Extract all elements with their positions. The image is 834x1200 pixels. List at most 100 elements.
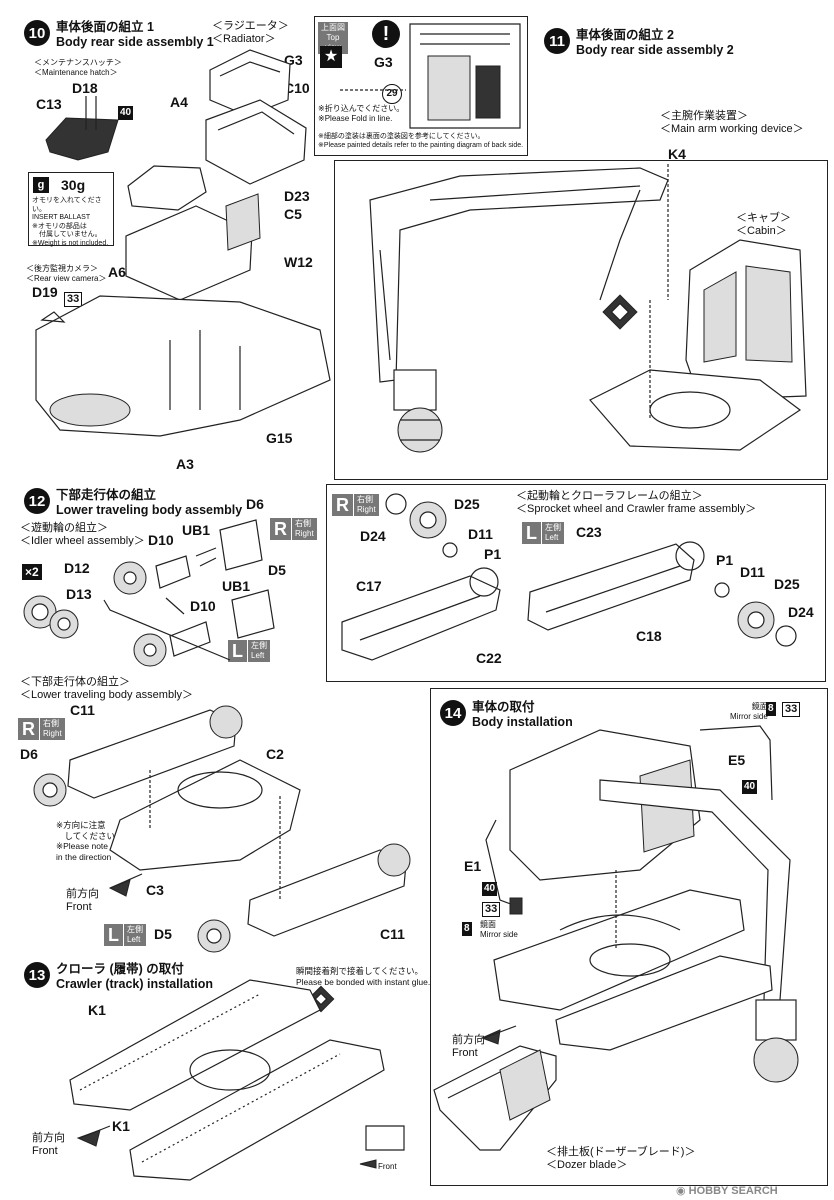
part-E5: E5 xyxy=(728,752,746,768)
glue-note: 瞬間接着剤で接着してください。 Please be bonded with in… xyxy=(296,966,430,987)
right-tag-letter: R xyxy=(270,518,291,540)
badge-33: 33 xyxy=(482,902,501,917)
sprocket-label-en: ＜Sprocket wheel and Crawler frame assemb… xyxy=(516,503,757,515)
part-A3: A3 xyxy=(176,456,194,472)
front-label-en: Front xyxy=(452,1047,478,1059)
glue-note-en: Please be bonded with instant glue. xyxy=(296,976,431,987)
part-P1: P1 xyxy=(716,552,734,568)
part-P1: P1 xyxy=(484,546,502,562)
left-tag-jp: 左側 xyxy=(251,641,267,650)
front-label-13: 前方向 Front xyxy=(32,1132,65,1158)
watermark-text: HOBBY SEARCH xyxy=(688,1185,778,1197)
badge-8: 8 xyxy=(766,702,776,716)
main-arm-label-en: ＜Main arm working device＞ xyxy=(660,123,804,135)
part-C17: C17 xyxy=(356,578,382,594)
ballast-note-line: 付属していません。 xyxy=(32,231,102,238)
part-D10: D10 xyxy=(148,532,174,548)
part-D5: D5 xyxy=(154,926,172,942)
front-label-jp: 前方向 xyxy=(452,1034,485,1046)
rear-counterweight-shape xyxy=(35,295,331,437)
step-10-title: 車体後面の組立 1 Body rear side assembly 1 xyxy=(56,20,214,50)
direction-note: ※方向に注意 してください。 ※Please note in the direc… xyxy=(56,820,124,862)
front-label-jp: 前方向 xyxy=(32,1132,65,1144)
part-A6: A6 xyxy=(108,264,126,280)
glue-note-jp: 瞬間接着剤で接着してください。 xyxy=(296,966,423,976)
radiator-shape xyxy=(209,49,291,117)
front-label-14: 前方向 Front xyxy=(452,1034,485,1060)
step-12-title: 下部走行体の組立 Lower traveling body assembly xyxy=(56,488,242,518)
step-14-number: 14 xyxy=(440,700,466,726)
mirror-label-en: Mirror side xyxy=(480,929,518,939)
part-D25: D25 xyxy=(454,496,480,512)
lower-label-en: ＜Lower traveling body assembly＞ xyxy=(20,689,194,701)
dozer-blade-shape xyxy=(433,1045,557,1151)
left-tag-en: Left xyxy=(127,935,141,944)
idler-label-en: ＜Idler wheel assembly＞ xyxy=(20,535,145,547)
right-tag-en: Right xyxy=(295,529,314,538)
left-tag-jp: 左側 xyxy=(545,523,561,532)
top-view-tag-jp: 上面図 xyxy=(321,23,345,32)
part-C23: C23 xyxy=(576,524,602,540)
part-D23: D23 xyxy=(284,188,310,204)
part-K4: K4 xyxy=(668,146,686,162)
sprocket-label-jp: ＜起動輪とクローラフレームの組立＞ xyxy=(516,490,703,502)
part-D6: D6 xyxy=(246,496,264,512)
hatch-shape xyxy=(45,96,119,161)
part-D13: D13 xyxy=(66,586,92,602)
part-D11: D11 xyxy=(740,564,765,580)
step-11-title-en: Body rear side assembly 2 xyxy=(576,43,734,57)
paint-note-en: ※Please painted details refer to the pai… xyxy=(318,142,524,149)
badge-33: 33 xyxy=(64,292,83,307)
lower-body-shape xyxy=(493,889,773,1051)
step-10-number: 10 xyxy=(24,20,50,46)
camera-label-jp: ＜後方監視カメラ＞ xyxy=(26,264,98,273)
left-tag-letter: L xyxy=(228,640,247,662)
badge-8: 8 xyxy=(462,922,472,936)
step-12-title-en: Lower traveling body assembly xyxy=(56,503,243,517)
part-D18: D18 xyxy=(72,80,98,96)
x2-icon: ×2 xyxy=(22,564,42,580)
rear-frame-shape xyxy=(205,99,307,185)
left-tag-en: Left xyxy=(251,651,265,660)
ballast-note-line: ※Weight is not included. xyxy=(32,239,109,247)
badge-29: 29 xyxy=(382,84,402,104)
right-tag-en: Right xyxy=(357,505,376,514)
step-11-panel xyxy=(334,160,828,480)
step-13-title: クローラ (履帯) の取付 Crawler (track) installati… xyxy=(56,962,213,992)
sprocket-label: ＜起動輪とクローラフレームの組立＞ ＜Sprocket wheel and Cr… xyxy=(516,490,756,516)
part-K1: K1 xyxy=(88,1002,106,1018)
direction-note-line: in the direction xyxy=(56,851,112,862)
badge-40: 40 xyxy=(742,780,758,794)
fold-note-en: ※Please Fold in line. xyxy=(318,113,393,123)
main-arm-label-jp: ＜主腕作業装置＞ xyxy=(660,110,748,122)
part-UB1: UB1 xyxy=(182,522,211,538)
part-C5: C5 xyxy=(284,206,302,222)
hatch-label: ＜メンテナンスハッチ＞ ＜Maintenance hatch＞ xyxy=(34,58,122,77)
part-D25: D25 xyxy=(774,576,800,592)
arm-shape xyxy=(599,779,799,1083)
step-11-title: 車体後面の組立 2 Body rear side assembly 2 xyxy=(576,28,734,58)
part-C3: C3 xyxy=(146,882,164,898)
mirror-label-top: 鏡面 Mirror side xyxy=(730,702,768,721)
radiator-label-jp: ＜ラジエータ＞ xyxy=(212,20,289,32)
part-C2: C2 xyxy=(266,746,284,762)
part-G15: G15 xyxy=(266,430,293,446)
ballast-note-line: ※オモリの部品は xyxy=(32,222,87,230)
badge-33: 33 xyxy=(782,702,801,717)
step-10-title-jp: 車体後面の組立 1 xyxy=(56,20,154,34)
part-C10: C10 xyxy=(284,80,310,96)
part-D24: D24 xyxy=(788,604,814,620)
drill-head-shape xyxy=(393,369,443,453)
ballast-box: g 30g オモリを入れてください。 INSERT BALLAST ※オモリの部… xyxy=(28,172,114,247)
